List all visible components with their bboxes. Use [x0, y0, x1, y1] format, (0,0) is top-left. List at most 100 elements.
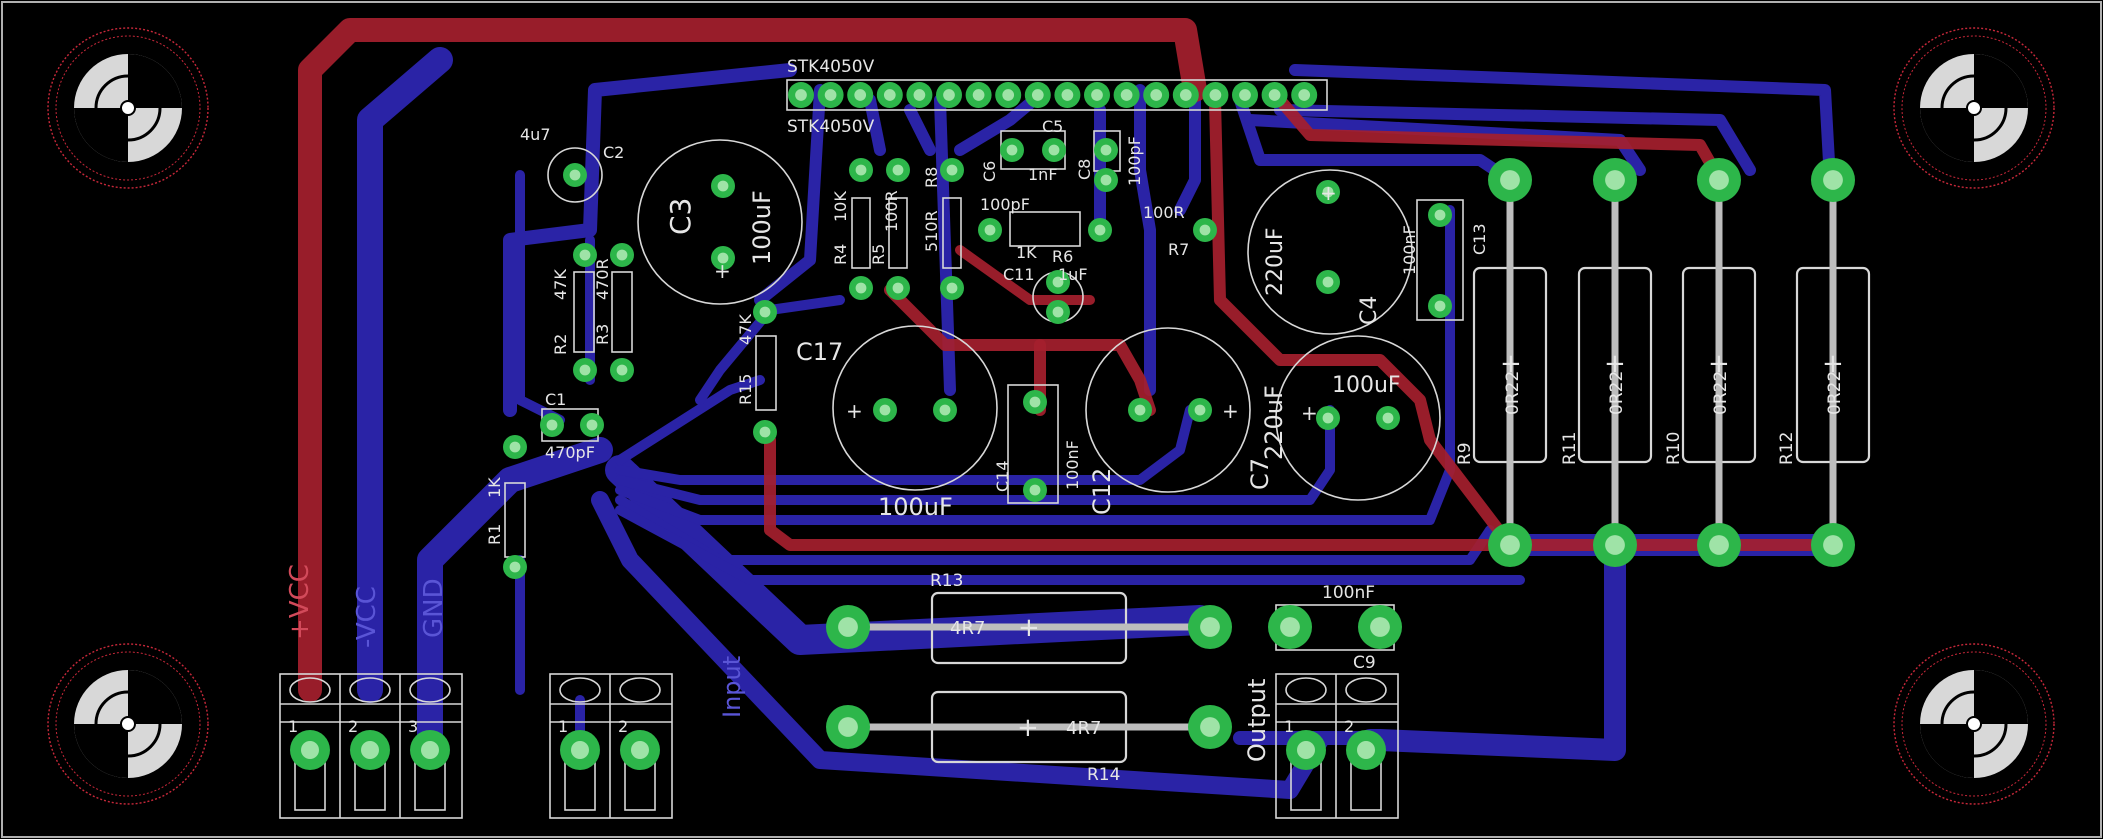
power-pin-3: 3 [408, 717, 418, 736]
pad-55 [580, 413, 604, 437]
pad-53 [753, 420, 777, 444]
pad-57 [503, 555, 527, 579]
trace-output-red [1209, 94, 1846, 551]
c3-plus: + [714, 259, 731, 283]
ic-pin-11 [1113, 82, 1140, 108]
ic-name-bottom: STK4050V [787, 117, 875, 137]
trace-fb1 [615, 405, 1195, 485]
ic-pin-16 [1261, 82, 1288, 108]
terminal-pad-72 [290, 730, 330, 770]
r11-value: 0R22 [1607, 371, 1627, 415]
pad-40 [940, 276, 964, 300]
power-pin-1: 1 [288, 717, 298, 736]
r2-name: R2 [551, 334, 570, 355]
mount-hole-bottom-left [47, 643, 209, 805]
r4-outline [851, 197, 871, 269]
c6-name: C6 [980, 161, 999, 182]
c17-plus: + [846, 399, 863, 423]
c12-value: 220uF [1260, 385, 1288, 460]
r1-name: R1 [485, 524, 504, 545]
ic-pin-3 [876, 82, 903, 108]
c12-name: C12 [1088, 468, 1116, 515]
pad-large-67 [1188, 605, 1232, 649]
r6-value: 1K [1016, 243, 1037, 262]
c3-name: C3 [664, 198, 697, 235]
r15-value: 47K [736, 314, 755, 345]
pad-36 [849, 276, 873, 300]
c10-value: 100pF [980, 195, 1030, 214]
pad-large-65 [1811, 523, 1855, 567]
c11-name: C11 [1003, 265, 1035, 284]
c3-value: 100uF [748, 190, 776, 265]
terminal-pad-75 [560, 730, 600, 770]
pad-42 [1042, 138, 1066, 162]
r15-outline [755, 335, 777, 411]
r3-outline [611, 271, 633, 353]
pad-30 [1376, 406, 1400, 430]
r2-outline [573, 271, 595, 353]
trace-c17-left [695, 295, 845, 405]
c1-name: C1 [545, 390, 566, 409]
pad-39 [940, 158, 964, 182]
pad-43 [1094, 138, 1118, 162]
mount-hole-top-left [47, 27, 209, 189]
ic-pin-0 [788, 82, 814, 108]
terminal-pad-77 [1286, 730, 1326, 770]
ic-pin-12 [1143, 82, 1170, 108]
r5-value: 100R [882, 190, 901, 232]
pad-33 [610, 243, 634, 267]
ic-pin-17 [1291, 82, 1318, 108]
r11-plus: + [1604, 349, 1626, 379]
c12-outline [1085, 327, 1251, 493]
c13-name: C13 [1470, 223, 1489, 255]
pad-large-61 [1811, 158, 1855, 202]
pad-large-71 [1358, 605, 1402, 649]
c8-name: C8 [1075, 159, 1094, 180]
trace-fb3 [615, 205, 1455, 525]
pad-51 [1023, 478, 1047, 502]
pad-25 [1128, 398, 1152, 422]
c7-name: C7 [1246, 458, 1274, 490]
c7-outline [1275, 335, 1441, 501]
c1-value: 470pF [545, 443, 595, 462]
trace-fb2 [615, 405, 1335, 505]
pad-44 [1094, 168, 1118, 192]
c13-outline [1416, 199, 1464, 321]
net-label-vneg: -VCC [352, 586, 382, 648]
c7-value: 100uF [1332, 373, 1401, 398]
component-leads [844, 176, 1837, 731]
pad-34 [610, 358, 634, 382]
pad-19 [1046, 270, 1070, 294]
pad-52 [753, 300, 777, 324]
ic-pin-5 [936, 82, 962, 108]
r10-name: R10 [1664, 432, 1684, 465]
trace-c1-net [615, 375, 765, 465]
mount-hole-bottom-right [1893, 643, 2055, 805]
pad-45 [978, 218, 1002, 242]
c2-value: 4u7 [520, 125, 551, 144]
pad-50 [1023, 390, 1047, 414]
pad-48 [1428, 203, 1452, 227]
r13-value: 4R7 [950, 618, 985, 639]
mount-hole-top-right [1893, 27, 2055, 189]
pad-large-70 [1268, 605, 1312, 649]
trace-ic-to-c3 [754, 84, 826, 306]
pad-large-63 [1593, 523, 1637, 567]
ic-pin-13 [1172, 82, 1199, 108]
trace-c3-left [503, 63, 797, 417]
r12-name: R12 [1777, 432, 1797, 465]
trace-fb5 [615, 505, 1525, 585]
trace-ic-top-blue [1289, 64, 1836, 186]
r3-value: 470R [593, 258, 612, 300]
r13-plus: + [1018, 613, 1040, 643]
pad-47 [1193, 218, 1217, 242]
trace-c17-output-red [764, 434, 1516, 551]
r9-plus: + [1500, 349, 1522, 379]
c8-value: 100pF [1125, 136, 1144, 186]
pads-layer [290, 82, 1855, 770]
r2-value: 47K [551, 269, 570, 300]
input-label: Input [718, 656, 746, 718]
c7-plus: + [1301, 401, 1318, 425]
ic-pin-14 [1202, 82, 1229, 108]
